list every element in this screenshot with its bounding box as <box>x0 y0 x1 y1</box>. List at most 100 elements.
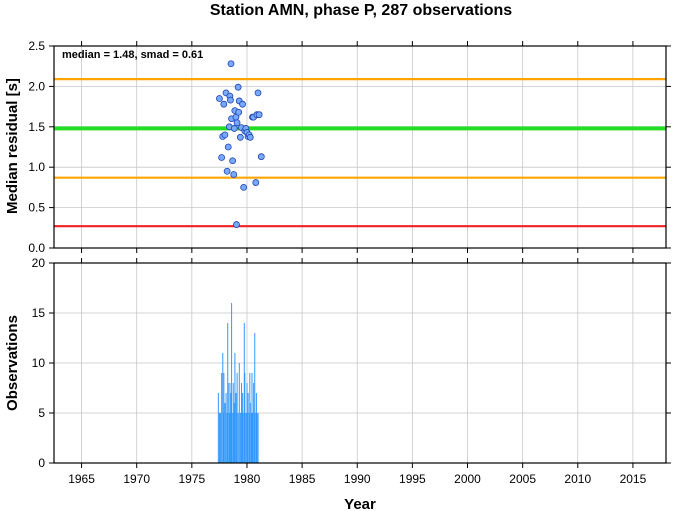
observation-bar <box>225 393 227 463</box>
observation-bar <box>246 383 248 463</box>
top-y-tick-label: 1.0 <box>28 160 45 174</box>
x-tick-label: 1980 <box>234 472 261 486</box>
top-panel-frame <box>53 45 667 249</box>
top-y-tick-label: 2.0 <box>28 79 45 93</box>
bottom-y-tick-label: 0 <box>38 456 45 470</box>
observation-bar <box>249 373 251 463</box>
observation-bar <box>224 403 226 463</box>
top-y-axis-label: Median residual [s] <box>4 78 21 214</box>
observation-bar <box>231 303 233 463</box>
observation-bar <box>218 413 220 463</box>
residual-point <box>252 179 260 186</box>
observation-bar <box>236 373 238 463</box>
top-panel-y-ticks: 0.0 0.5 1.0 1.5 2.0 2.5 <box>28 39 671 255</box>
observation-bar <box>247 413 249 463</box>
top-y-tick-label: 0.5 <box>28 201 45 215</box>
observation-bar <box>239 413 241 463</box>
observation-bar <box>241 413 243 463</box>
observation-bar <box>229 383 231 463</box>
residual-point <box>229 157 237 165</box>
bottom-panel-y-ticks: 0 5 10 15 20 <box>32 256 671 470</box>
residual-point <box>216 95 223 102</box>
bottom-y-tick-label: 20 <box>32 256 46 270</box>
observation-bar <box>243 323 245 463</box>
observation-bar <box>253 383 255 463</box>
x-tick-label: 1985 <box>289 472 316 486</box>
residual-point <box>246 133 254 141</box>
observation-bar <box>252 413 254 463</box>
observation-bar <box>232 383 234 463</box>
top-panel-reference-lines <box>54 78 666 228</box>
residual-point <box>218 154 226 161</box>
x-tick-label: 2015 <box>620 472 647 486</box>
observation-bar <box>222 413 224 463</box>
top-panel-points <box>216 60 265 228</box>
top-y-tick-label: 1.5 <box>28 120 45 134</box>
residual-point <box>236 133 244 141</box>
observation-bar <box>234 353 236 463</box>
bottom-y-tick-label: 5 <box>38 406 45 420</box>
residual-point <box>254 89 262 97</box>
observation-bar <box>229 413 231 463</box>
observation-bar <box>247 393 249 463</box>
observation-bar <box>235 393 237 463</box>
observation-bar <box>230 393 232 463</box>
x-tick-label: 1995 <box>399 472 426 486</box>
x-tick-label: 2005 <box>509 472 536 486</box>
residual-point <box>230 171 238 178</box>
bottom-y-tick-label: 15 <box>32 306 46 320</box>
residual-point <box>230 125 238 132</box>
observation-bar <box>232 413 234 463</box>
observation-bar <box>257 413 259 463</box>
bottom-panel-x-ticks: 1965 1970 1975 1980 1985 1990 1995 2000 2005 2010… <box>68 258 647 486</box>
chart-title: Station AMN, phase P, 287 observations <box>210 2 512 19</box>
residual-point <box>233 119 241 127</box>
top-y-tick-label: 0.0 <box>28 241 45 255</box>
observation-bar <box>233 403 235 463</box>
observation-bar <box>227 323 229 463</box>
observation-bar <box>256 413 258 463</box>
observation-bar <box>255 393 257 463</box>
x-tick-label: 1965 <box>68 472 95 486</box>
x-tick-label: 1975 <box>178 472 205 486</box>
observation-bar <box>254 333 256 463</box>
bottom-y-tick-label: 10 <box>32 356 46 370</box>
observation-bar <box>244 373 246 463</box>
residual-point <box>235 108 243 116</box>
residual-point <box>227 60 235 68</box>
x-tick-label: 2000 <box>454 472 481 486</box>
residual-point <box>227 96 234 104</box>
observation-bar <box>245 413 247 463</box>
observation-bar <box>236 413 238 463</box>
residual-point <box>240 183 248 191</box>
top-panel-x-ticks <box>81 41 634 253</box>
observation-bar <box>255 413 257 463</box>
residual-point <box>234 83 242 91</box>
residual-point <box>233 221 240 228</box>
observation-bar <box>251 373 253 463</box>
x-tick-label: 2010 <box>564 472 591 486</box>
residual-point <box>239 100 246 108</box>
observation-bar <box>248 413 250 463</box>
observation-bar <box>220 413 222 463</box>
observation-bar <box>249 403 251 463</box>
residual-point <box>257 153 265 161</box>
top-y-tick-label: 2.5 <box>28 39 45 53</box>
observation-bar <box>226 413 228 463</box>
observation-bar <box>228 413 230 463</box>
bottom-y-axis-label: Observations <box>4 315 21 411</box>
observation-bar <box>233 413 235 463</box>
observation-bar <box>237 413 239 463</box>
observation-bar <box>253 413 255 463</box>
bottom-panel-grid <box>54 262 666 464</box>
residual-point <box>223 167 231 175</box>
observation-bar <box>241 383 243 463</box>
residual-point <box>224 143 232 151</box>
observation-bar <box>221 373 223 463</box>
residual-point <box>220 100 228 108</box>
observation-bar <box>217 393 219 463</box>
observation-bar <box>227 383 229 463</box>
x-tick-label: 1970 <box>123 472 150 486</box>
x-tick-label: 1990 <box>344 472 371 486</box>
